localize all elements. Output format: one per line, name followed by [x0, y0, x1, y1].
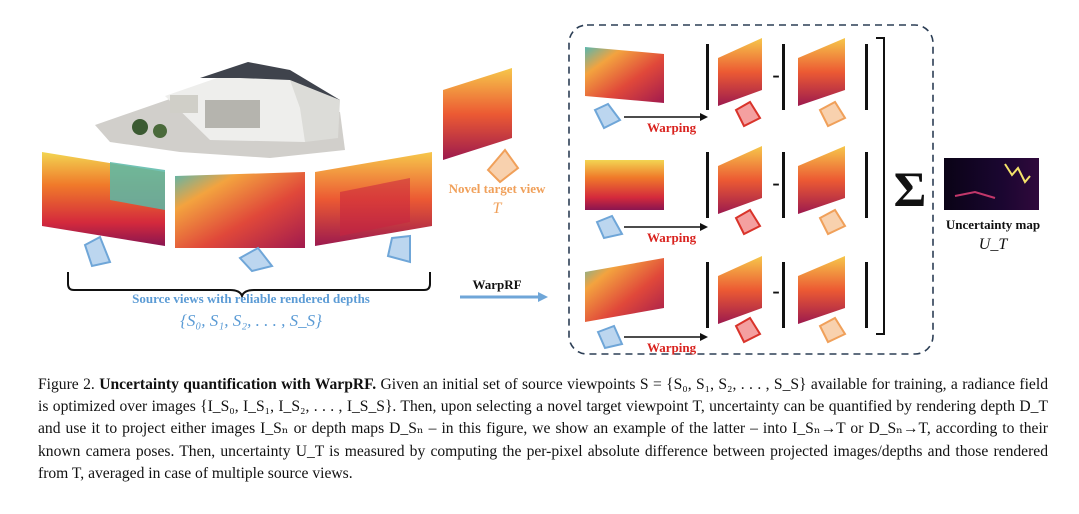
uncertainty-label: Uncertainty map: [946, 217, 1040, 232]
source-view-1: [42, 152, 165, 246]
novel-view-symbol: T: [493, 200, 503, 217]
sum-symbol: Σ: [894, 161, 927, 217]
minus-sign-1: -: [772, 62, 779, 87]
warp-row-2: [585, 146, 847, 240]
abs-bar-2: [865, 152, 868, 218]
source-view-3: [315, 152, 432, 246]
target-camera-icon: [486, 148, 520, 184]
uncertainty-symbol: U_T: [979, 236, 1009, 253]
warping-label-3: Warping: [647, 340, 697, 355]
warp-row-1: [585, 38, 847, 130]
minus-sign-3: -: [772, 278, 779, 303]
sum-bracket: [876, 37, 885, 335]
house-model: [95, 62, 345, 158]
abs-bar-3: [865, 262, 868, 328]
minus-sign-2: -: [772, 170, 779, 195]
caption-body: Given an initial set of source viewpoint…: [38, 376, 1048, 482]
figure-caption: Figure 2. Uncertainty quantification wit…: [38, 374, 1048, 485]
method-figure: Source views with reliable rendered dept…: [42, 24, 1040, 355]
caption-title: Uncertainty quantification with WarpRF.: [99, 376, 377, 393]
warp-pipeline-box: [568, 24, 934, 355]
novel-view-label: Novel target view: [449, 181, 546, 196]
abs-bar-1: [865, 44, 868, 110]
source-views-set: {S₀, S₁, S₂, . . . , S_S}: [180, 311, 322, 330]
source-views-label: Source views with reliable rendered dept…: [132, 291, 370, 306]
warping-label-2: Warping: [647, 230, 697, 245]
novel-target-depth: [443, 68, 512, 160]
source-views-brace: [67, 272, 431, 300]
warp-row-3: [585, 256, 847, 350]
warping-label-1: Warping: [647, 120, 697, 135]
warprf-arrowhead: [538, 292, 548, 302]
uncertainty-map: [944, 158, 1039, 210]
warprf-label: WarpRF: [472, 277, 521, 292]
source-camera-icon: [83, 234, 411, 273]
caption-prefix: Figure 2.: [38, 376, 95, 393]
source-view-2: [175, 172, 305, 248]
